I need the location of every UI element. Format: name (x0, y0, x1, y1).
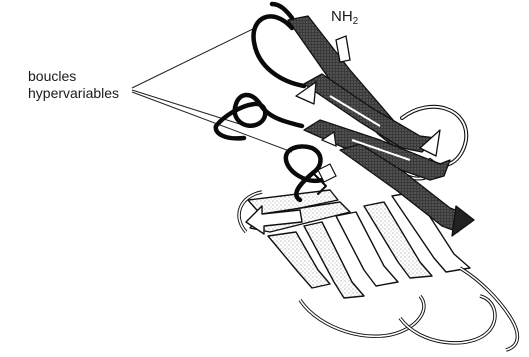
nh2-terminus-label: NH2 (331, 8, 358, 30)
nh-subscript: 2 (353, 16, 359, 27)
back-sheet (239, 190, 517, 350)
pointer-lines (132, 28, 292, 152)
label-line-1: boucles (28, 68, 119, 85)
label-line-2: hypervariables (28, 85, 119, 102)
nh-text: NH (331, 8, 353, 25)
hypervariable-loops-label: boucles hypervariables (28, 68, 119, 102)
